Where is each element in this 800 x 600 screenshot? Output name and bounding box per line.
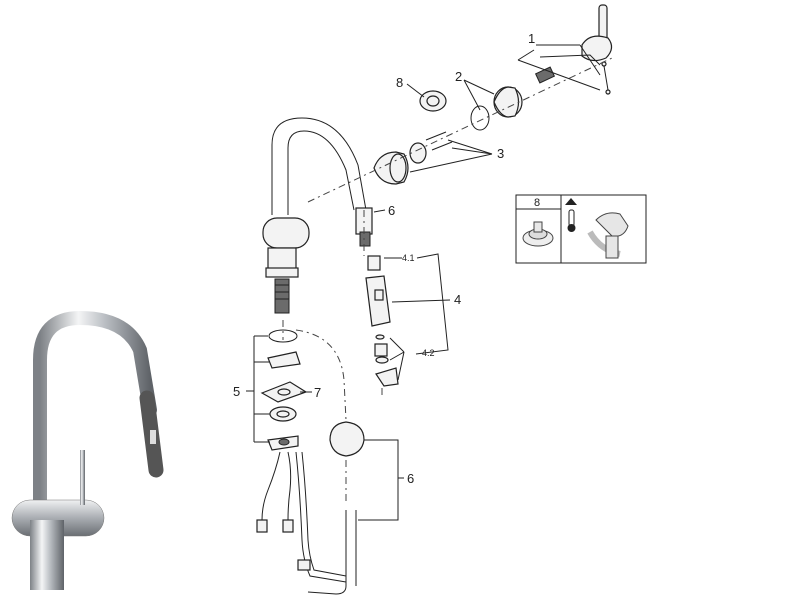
supply-hoses [256, 451, 347, 583]
spray-head-parts [365, 255, 399, 387]
callout-6-weight: 6 [407, 471, 414, 486]
inset-box: 8 [515, 194, 647, 264]
assembly-axis-lines [282, 57, 613, 505]
inset-part-number: 8 [534, 197, 540, 209]
callout-6-hose: 6 [388, 203, 395, 218]
callout-2: 2 [455, 69, 462, 84]
thermometer-icon [565, 198, 577, 232]
cartridge-cap-icon [522, 221, 554, 247]
callout-8: 8 [396, 75, 403, 90]
callout-4-1: 4.1 [402, 253, 415, 263]
faucet-product-photo [11, 310, 164, 590]
leader-lines [246, 44, 601, 521]
callout-labels: 1 2 3 8 6 4.1 4 4.2 5 7 6 [233, 31, 535, 486]
callout-3: 3 [497, 146, 504, 161]
faucet-body-drawing [262, 117, 373, 314]
callout-1: 1 [528, 31, 535, 46]
mounting-parts [260, 329, 308, 451]
callout-7: 7 [314, 385, 321, 400]
cartridge-parts [373, 86, 523, 185]
handle-assembly [534, 4, 613, 95]
callout-4-2: 4.2 [422, 348, 435, 358]
callout-4: 4 [454, 292, 461, 307]
lever-handle-icon [587, 212, 629, 259]
callout-5: 5 [233, 384, 240, 399]
hose-weight [307, 421, 365, 595]
